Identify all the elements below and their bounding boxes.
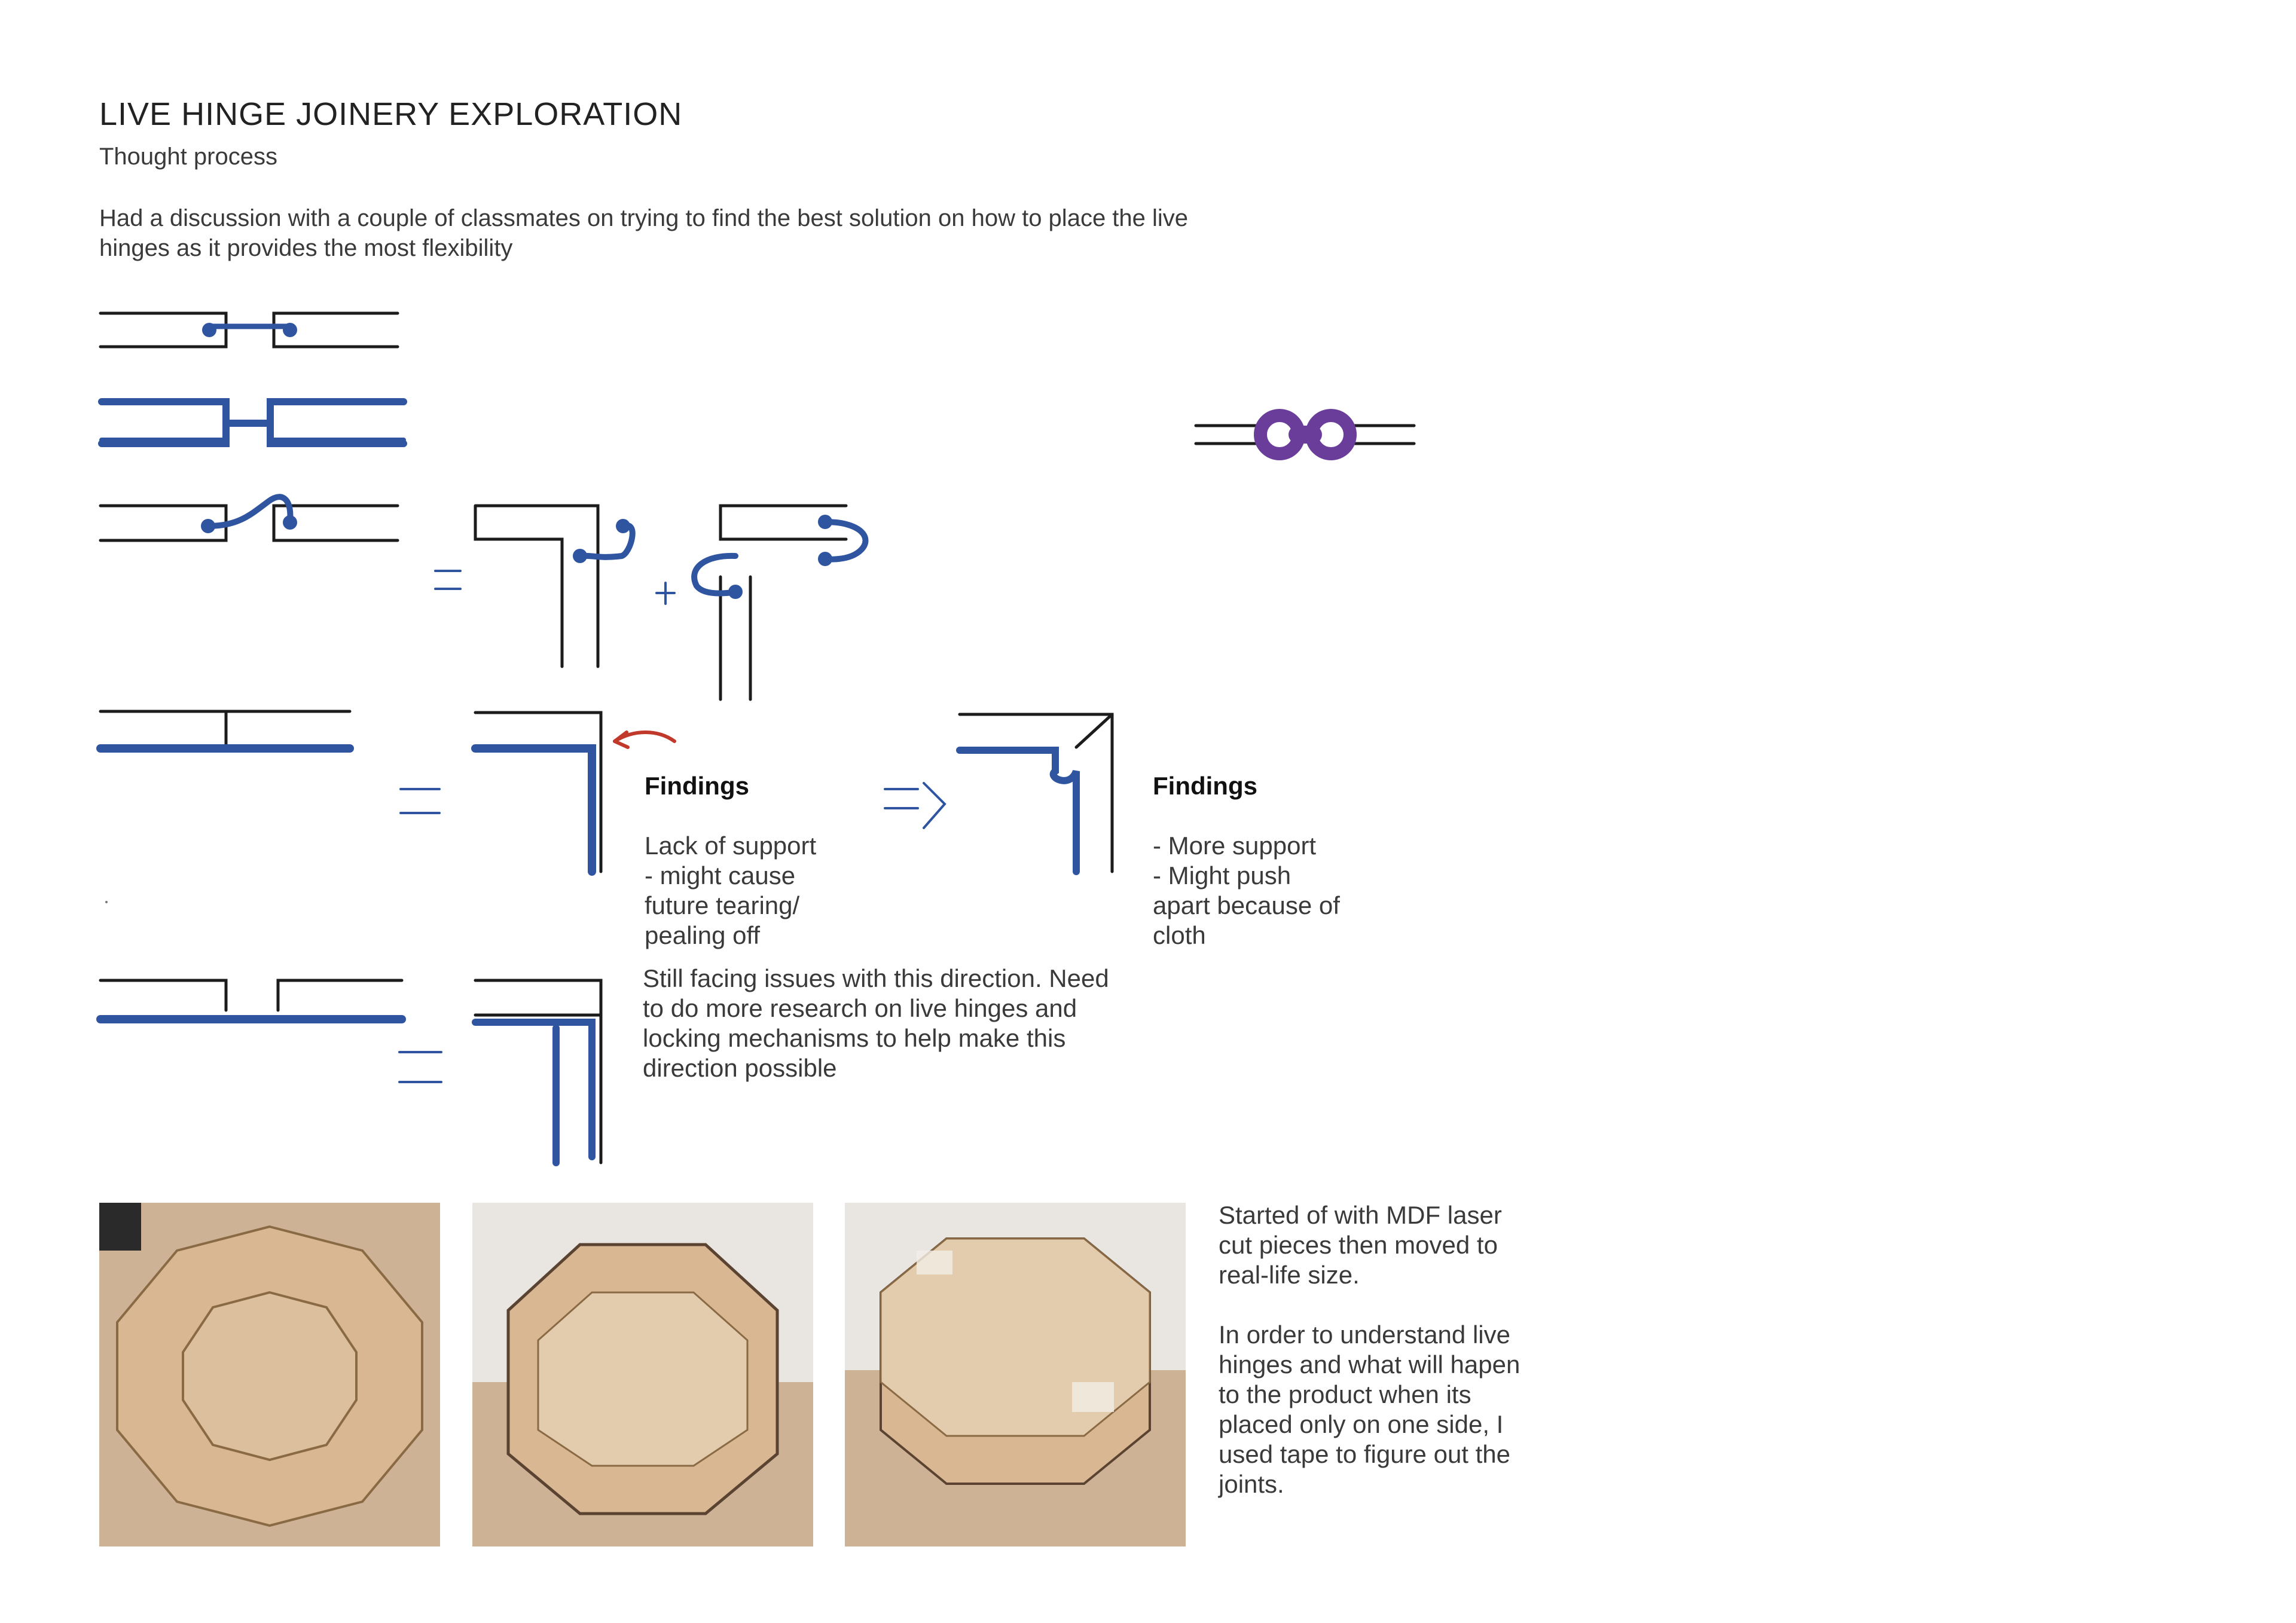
prototype-note: Started of with MDF laser cut pieces the… (1219, 1200, 1601, 1499)
issue-note: Still facing issues with this direction.… (643, 964, 1217, 1083)
findings-right: Findings - More support - Might push apa… (1153, 741, 1428, 950)
photo-assembled-open (472, 1203, 813, 1546)
sketch-row-4-base (100, 711, 1112, 872)
findings-left-heading: Findings (645, 771, 896, 801)
stray-dot (105, 901, 108, 903)
sketch-row-1-flat-link (100, 313, 398, 347)
findings-left-body: Lack of support - might cause future tea… (645, 832, 816, 949)
sketch-row-3-wire (100, 497, 866, 699)
photo-flat-mdf (99, 1203, 440, 1546)
purple-hinge-sketch (1196, 415, 1414, 454)
findings-left: Findings Lack of support - might cause f… (645, 741, 896, 950)
sketch-row-5-final (100, 980, 601, 1163)
findings-right-heading: Findings (1153, 771, 1428, 801)
photo-taped-closed (845, 1203, 1186, 1546)
findings-right-body: - More support - Might push apart becaus… (1153, 832, 1340, 949)
sketch-row-2-bracket (102, 402, 404, 444)
